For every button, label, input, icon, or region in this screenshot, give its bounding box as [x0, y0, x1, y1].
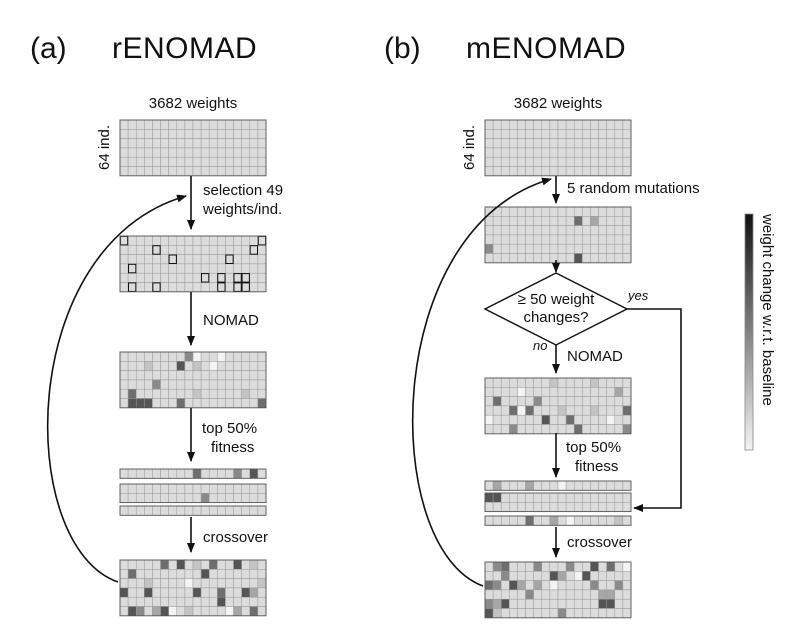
- panel-b-step-top-line2: fitness: [575, 458, 619, 475]
- panel-b-letter: (b): [384, 32, 421, 65]
- colorbar-label: weight change w.r.t. baseline: [759, 214, 776, 406]
- grid-b-top-strip-2: [484, 492, 632, 513]
- grid-a-nomad: [119, 351, 267, 409]
- panel-a-step-crossover: crossover: [203, 529, 269, 546]
- panel-a-ind-label: 64 ind.: [96, 124, 113, 170]
- grid-a-top-strip-1: [119, 468, 267, 479]
- panel-a-step-top-line2: fitness: [211, 439, 255, 456]
- panel-b-step-mutations: 5 random mutations: [567, 180, 700, 197]
- grid-b-baseline: [484, 119, 632, 177]
- decision-yes-label: yes: [628, 288, 649, 303]
- arrows-panel-b: [411, 176, 682, 587]
- grid-b-top-strip-1: [484, 480, 632, 491]
- loop-arrow-a: [46, 194, 187, 583]
- grid-a-baseline: [119, 119, 267, 177]
- decision-line2: changes?: [523, 309, 589, 326]
- colorbar-gradient: [744, 213, 754, 451]
- arrows-panel-a: [46, 176, 195, 583]
- panel-a-step-selection-line2: weights/ind.: [203, 201, 283, 218]
- grid-b-nomad: [484, 377, 632, 435]
- grid-a-crossover: [119, 559, 267, 617]
- loop-arrow-b: [411, 177, 552, 587]
- panel-a-step-selection-line1: selection 49: [203, 182, 284, 199]
- grid-a-top-strip-2: [119, 483, 267, 504]
- decision-no-label: no: [533, 338, 548, 353]
- panel-b-weights-label: 3682 weights: [513, 95, 603, 112]
- grid-a-selection: [119, 235, 267, 293]
- grid-a-top-strip-3: [119, 505, 267, 516]
- panel-b-step-nomad: NOMAD: [567, 348, 623, 365]
- panel-b-step-crossover: crossover: [567, 534, 633, 551]
- panel-a-letter: (a): [30, 32, 67, 65]
- panel-b-step-top-line1: top 50%: [566, 439, 622, 456]
- panel-b-ind-label: 64 ind.: [461, 124, 478, 170]
- panel-a-step-nomad: NOMAD: [203, 312, 259, 329]
- decision-line1: ≥ 50 weight: [517, 291, 595, 308]
- yes-path-arrow: [627, 308, 682, 512]
- panel-a-step-top-line1: top 50%: [202, 420, 258, 437]
- panel-a-weights-label: 3682 weights: [148, 95, 238, 112]
- weight-grids: [119, 119, 632, 619]
- grid-b-mutations: [484, 206, 632, 264]
- panel-a-title: rENOMAD: [112, 32, 258, 65]
- grid-b-crossover: [484, 561, 632, 619]
- panel-b-title: mENOMAD: [466, 32, 627, 65]
- grid-b-top-strip-3: [484, 515, 632, 526]
